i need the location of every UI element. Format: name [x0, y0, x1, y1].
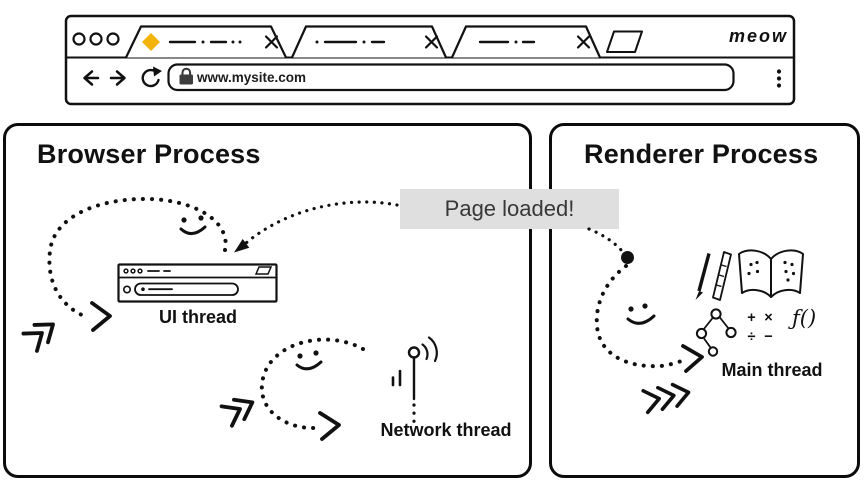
- tab-close-icon[interactable]: [264, 35, 279, 49]
- page-loaded-text: Page loaded!: [444, 196, 575, 221]
- renderer-process-box: [549, 123, 860, 478]
- browser-logo: meow: [729, 26, 789, 46]
- new-tab-button[interactable]: [606, 30, 643, 53]
- browser-chrome-illustration: [64, 14, 796, 106]
- browser-process-title: Browser Process: [37, 139, 261, 169]
- multiply-symbol: ×: [764, 310, 773, 326]
- math-symbols-icon: + × ÷ −: [743, 309, 777, 347]
- main-thread-label: Main thread: [721, 360, 823, 380]
- tab-close-icon[interactable]: [424, 35, 439, 49]
- lock-icon: [179, 67, 193, 85]
- tab-1[interactable]: [124, 25, 288, 59]
- tab-title-placeholder: [315, 40, 386, 44]
- tab-3[interactable]: [450, 25, 602, 59]
- forward-icon[interactable]: [109, 70, 126, 86]
- kebab-menu-icon[interactable]: [776, 69, 782, 88]
- minus-symbol: −: [764, 329, 773, 345]
- page-loaded-message: Page loaded!: [400, 189, 619, 229]
- tab-close-icon[interactable]: [576, 35, 591, 49]
- tab-title-placeholder: [168, 40, 242, 44]
- refresh-icon[interactable]: [141, 66, 162, 88]
- browser-window-frame: [64, 14, 796, 106]
- tab-2[interactable]: [290, 25, 448, 59]
- ui-thread-label: UI thread: [158, 307, 237, 327]
- plus-symbol: +: [747, 310, 756, 326]
- url-text[interactable]: www.mysite.com: [197, 70, 307, 85]
- function-icon: ƒ(): [792, 306, 817, 330]
- back-icon[interactable]: [83, 70, 100, 86]
- network-thread-label: Network thread: [380, 420, 512, 440]
- divide-symbol: ÷: [747, 329, 756, 345]
- renderer-process-title: Renderer Process: [584, 139, 819, 169]
- window-controls-icon[interactable]: [72, 32, 120, 46]
- favicon-diamond-icon: [142, 33, 160, 51]
- tab-title-placeholder: [478, 40, 536, 44]
